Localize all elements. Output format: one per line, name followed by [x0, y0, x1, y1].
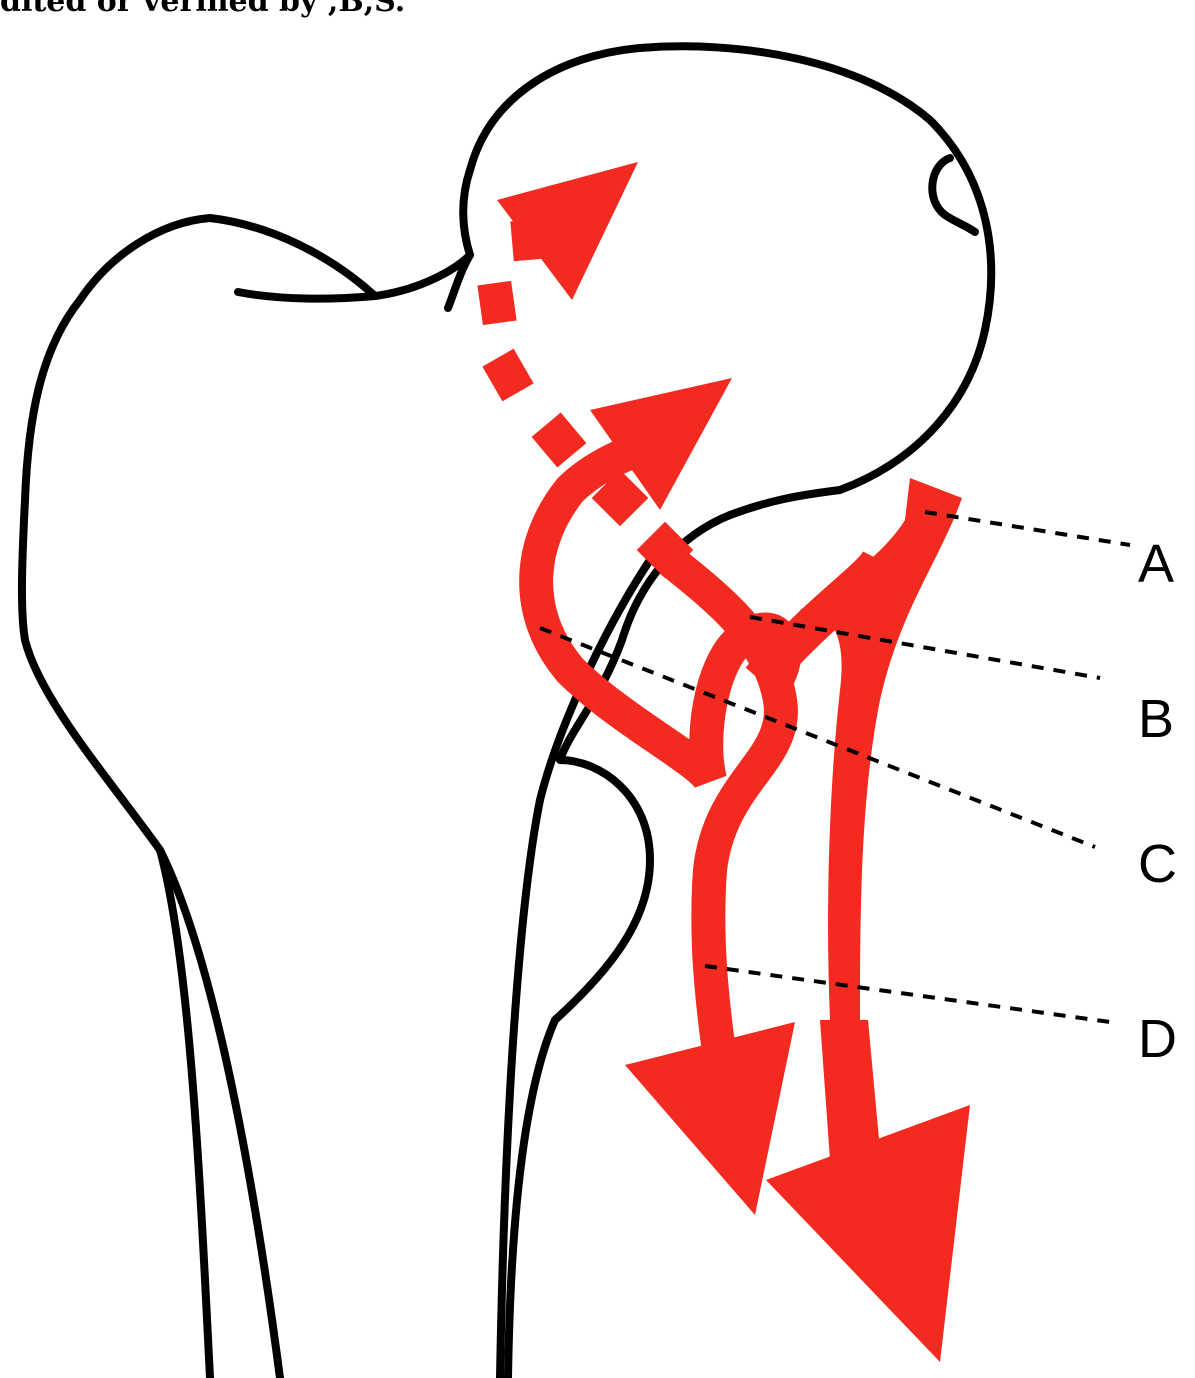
label-b: B — [1138, 689, 1174, 749]
arrowhead-d — [625, 1022, 795, 1215]
femur-lateral-contour — [22, 218, 375, 1378]
arrow-b-dashed — [477, 162, 693, 578]
femur-neck-upper — [448, 170, 470, 308]
leader-d — [705, 966, 1110, 1022]
arrow-a-broad — [760, 478, 970, 1362]
label-a: A — [1138, 534, 1174, 594]
labels: A B C D — [1138, 534, 1177, 1069]
label-c: C — [1138, 834, 1177, 894]
leader-a — [925, 512, 1130, 545]
label-d: D — [1138, 1009, 1177, 1069]
